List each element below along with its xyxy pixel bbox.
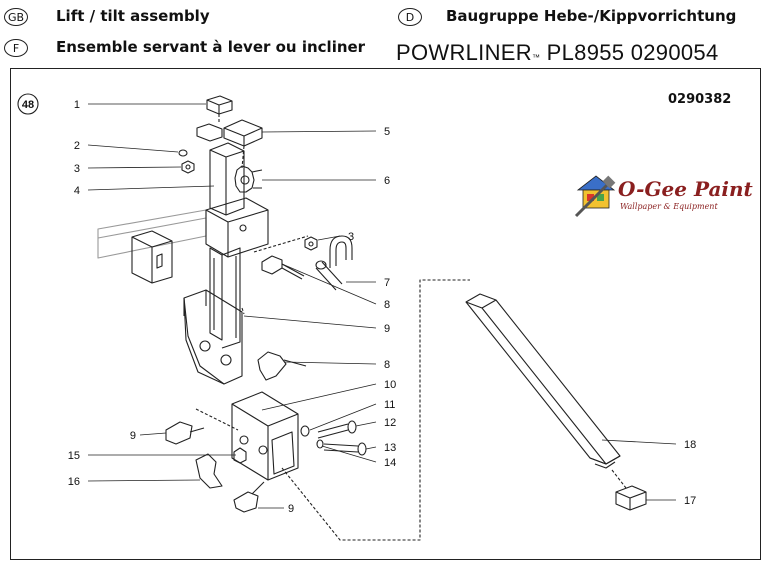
callout-8-lower: 8 [384, 359, 390, 371]
callout-9-left: 9 [130, 430, 136, 442]
d-title: Baugruppe Hebe-/Kippvorrichtung [446, 7, 737, 25]
trademark-mark: ™ [531, 53, 541, 62]
diagram-frame [10, 68, 761, 560]
logo-title: O-Gee Paint [618, 177, 753, 201]
callout-16: 16 [68, 476, 80, 488]
callout-13: 13 [384, 442, 396, 454]
d-language-badge: D [398, 8, 422, 26]
callout-1: 1 [74, 99, 80, 111]
gb-title: Lift / tilt assembly [56, 7, 210, 25]
callout-9-upper: 9 [384, 323, 390, 335]
f-title: Ensemble servant à lever ou incliner [56, 38, 366, 56]
callout-8-upper: 8 [384, 299, 390, 311]
callout-3-left: 3 [74, 163, 80, 175]
model-name: POWRLINER [396, 40, 532, 65]
callout-9-bottom: 9 [288, 503, 294, 515]
callout-2: 2 [74, 140, 80, 152]
callout-12: 12 [384, 417, 396, 429]
assembly-code: 0290382 [668, 92, 732, 107]
page-number: 48 [22, 99, 34, 111]
model-line: POWRLINER™ PL8955 0290054 [396, 40, 718, 66]
callout-7: 7 [384, 277, 390, 289]
callout-18: 18 [684, 439, 696, 451]
callout-6: 6 [384, 175, 390, 187]
callout-3-right: 3 [348, 231, 354, 243]
f-language-badge: F [4, 39, 28, 57]
callout-10: 10 [384, 379, 396, 391]
callout-14: 14 [384, 457, 396, 469]
callout-15: 15 [68, 450, 80, 462]
callout-11: 11 [384, 399, 395, 411]
callout-4: 4 [74, 185, 80, 197]
gb-language-badge: GB [4, 8, 28, 26]
callout-17: 17 [684, 495, 696, 507]
page-number-circle [17, 93, 39, 115]
logo-subtitle: Wallpaper & Equipment [620, 202, 718, 211]
callout-5: 5 [384, 126, 390, 138]
model-numbers: PL8955 0290054 [546, 40, 719, 65]
